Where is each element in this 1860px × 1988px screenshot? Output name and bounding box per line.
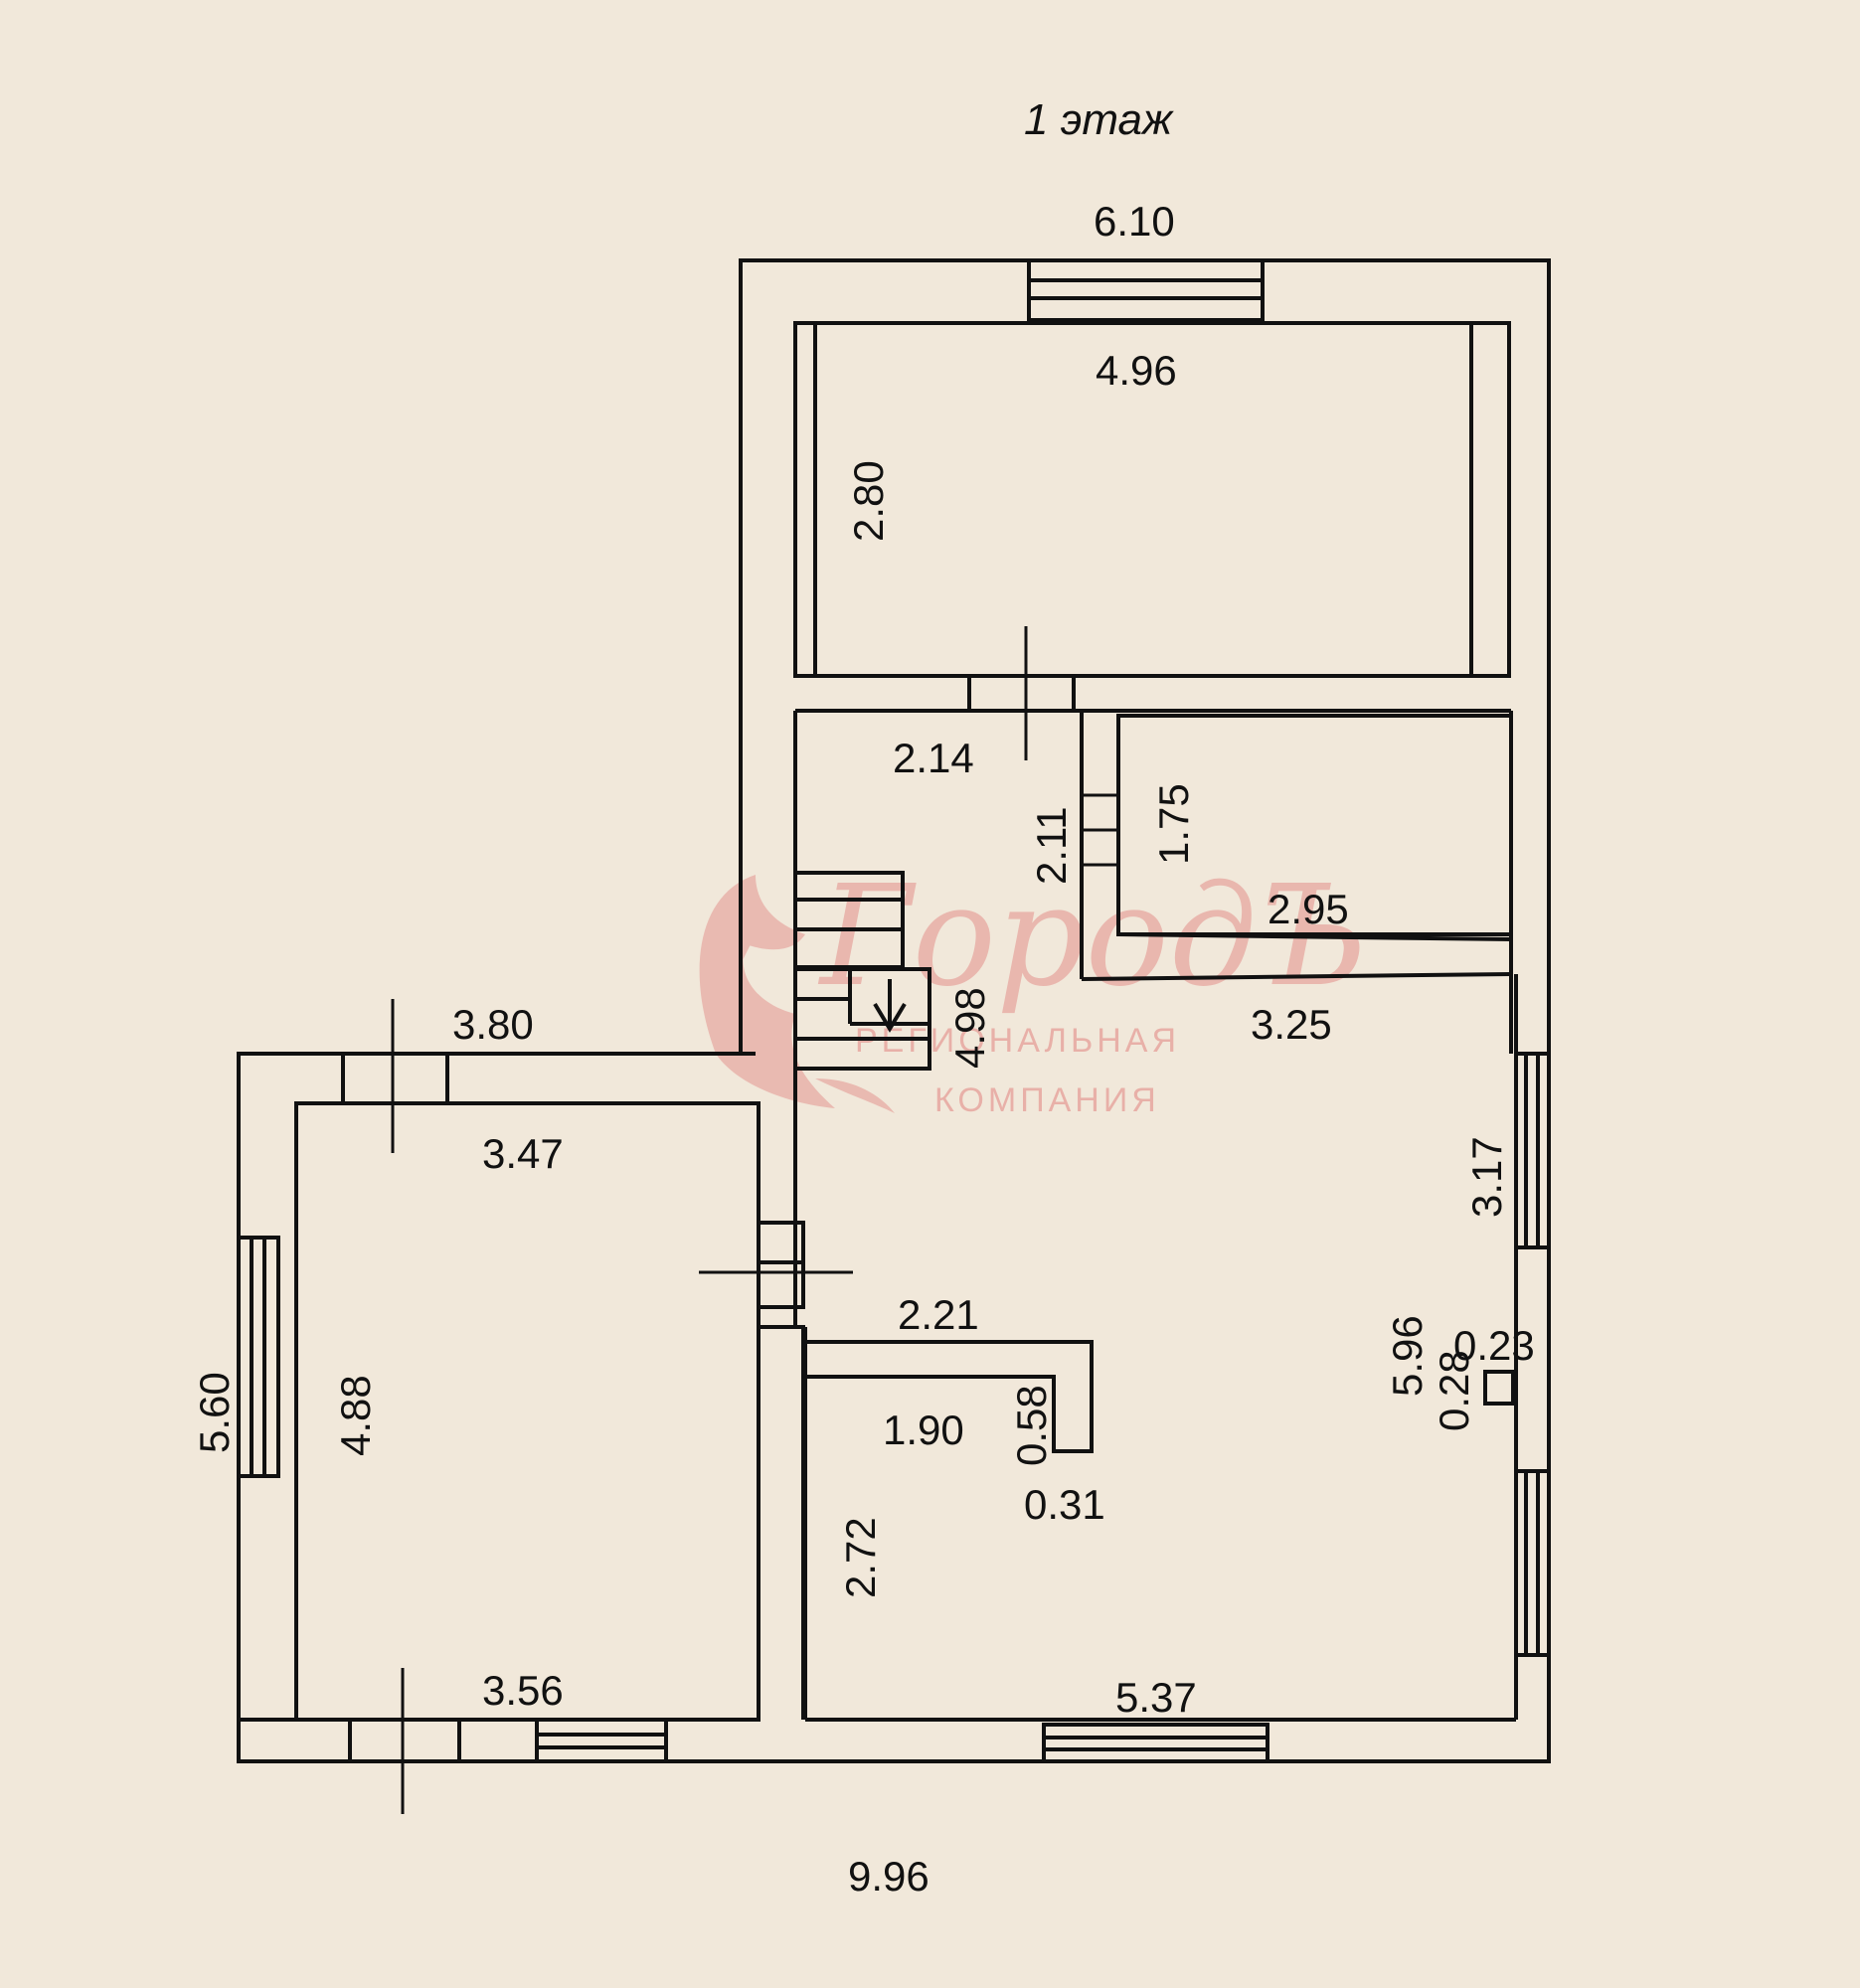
- dim-main-depth: 5.96: [1384, 1315, 1431, 1397]
- dim-niche-depth: 0.28: [1431, 1350, 1477, 1431]
- dim-bottom-total-width: 9.96: [848, 1853, 930, 1900]
- dim-annex-outer-depth: 5.60: [191, 1372, 238, 1453]
- dim-alcove-depth: 0.58: [1008, 1385, 1055, 1466]
- dim-top-total-width: 6.10: [1094, 198, 1175, 245]
- dimension-labels: 6.10 4.96 2.80 2.14 2.11 1.75 2.95 4.98 …: [191, 198, 1535, 1900]
- dim-partition-thickness: 0.31: [1024, 1481, 1105, 1528]
- door-markers: [391, 626, 1118, 1814]
- floor-title: 1 этаж: [1024, 95, 1174, 144]
- walls: [237, 258, 1551, 1763]
- dim-niche-width: 0.23: [1453, 1322, 1535, 1369]
- windows: [237, 258, 1551, 1763]
- dim-main-width-upper: 3.25: [1251, 1001, 1332, 1048]
- dim-annex-inner-depth: 4.88: [332, 1375, 379, 1456]
- dim-alcove-width: 1.90: [883, 1407, 964, 1453]
- dim-annex-inner-width-top: 3.47: [482, 1130, 564, 1177]
- dim-room1-depth: 2.80: [845, 460, 892, 542]
- dim-room2-depth: 1.75: [1150, 783, 1197, 865]
- dim-room1-width: 4.96: [1096, 347, 1177, 394]
- dim-annex-outer-width: 3.80: [452, 1001, 534, 1048]
- dim-stair-length: 4.98: [946, 987, 993, 1069]
- dim-bottom-inner-width: 5.37: [1115, 1674, 1197, 1721]
- bird-logo: [699, 875, 895, 1113]
- dim-main-window-wall: 3.17: [1463, 1136, 1510, 1218]
- dim-lower-room-depth: 2.72: [837, 1517, 884, 1598]
- watermark-line2: КОМПАНИЯ: [934, 1081, 1160, 1119]
- dim-hall-depth: 2.11: [1028, 806, 1075, 885]
- dim-partition-length: 2.21: [898, 1291, 979, 1338]
- dim-room2-width: 2.95: [1268, 886, 1349, 932]
- dim-annex-inner-width-bottom: 3.56: [482, 1667, 564, 1714]
- dim-hall-width: 2.14: [893, 735, 974, 781]
